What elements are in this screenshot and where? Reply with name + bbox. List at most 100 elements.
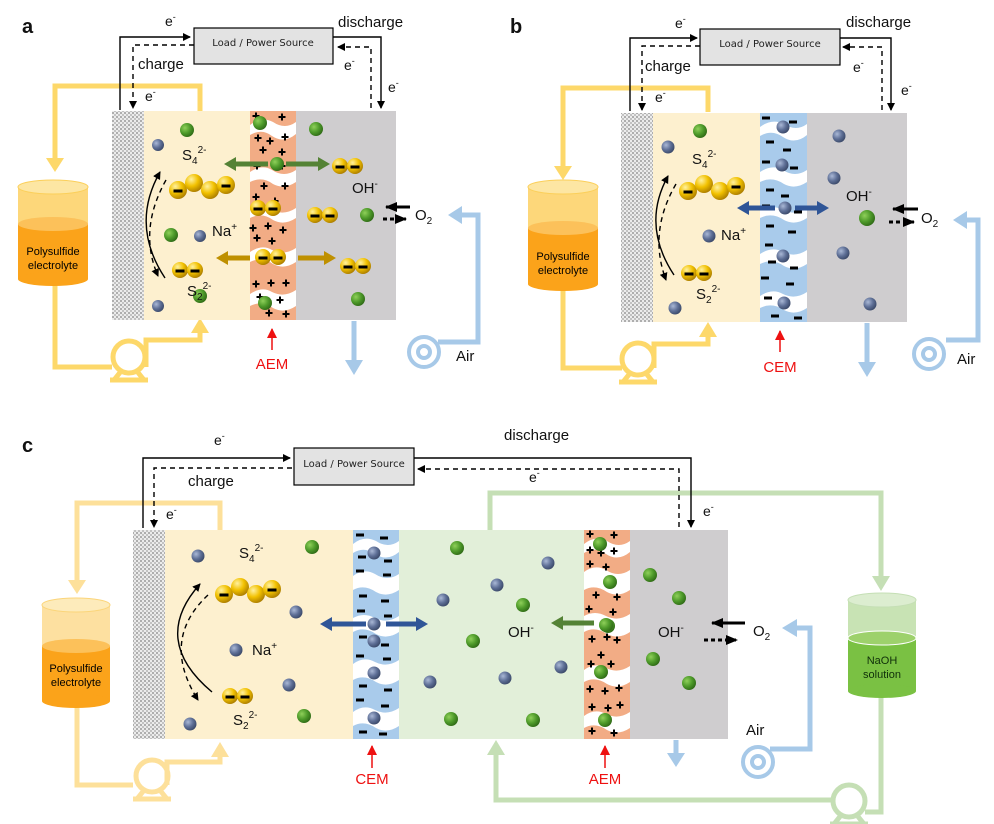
s2-polysulfide-molecule (332, 158, 363, 174)
na-transport-arrow-head (320, 617, 332, 631)
negative-charge-icon (173, 189, 183, 193)
negative-charge-icon (325, 214, 335, 218)
positive-charge-icon (602, 563, 610, 571)
oh-label: OH- (658, 623, 684, 641)
polysulfide-chamber (165, 530, 353, 739)
negative-charge-icon (789, 120, 797, 124)
negative-charge-icon (357, 609, 365, 613)
na-transport-arrow-head (737, 201, 749, 215)
hydroxide-ion (309, 122, 323, 136)
s2-polysulfide-molecule (222, 688, 253, 704)
panel-a: a Polysulfide electrolyte (17, 12, 481, 383)
negative-charge-icon (356, 698, 364, 702)
negative-charge-icon (384, 614, 392, 618)
sodium-ion (367, 711, 381, 725)
positive-charge-icon (613, 593, 621, 601)
ions (661, 120, 877, 315)
tank-label: Polysulfide (26, 246, 79, 258)
negative-charge-icon (761, 276, 769, 280)
positive-charge-icon (585, 605, 593, 613)
s2-label: S22- (187, 281, 211, 303)
flow-arrowhead (782, 619, 797, 637)
sodium-ion (836, 246, 850, 260)
negative-charge-icon (221, 184, 231, 188)
hydroxide-ion (270, 157, 284, 171)
current-collector (621, 113, 653, 322)
hydroxide-ion (646, 652, 660, 666)
sodium-ion (289, 605, 303, 619)
positive-charge-icon (610, 729, 618, 737)
positive-charge-icon (265, 309, 273, 317)
s4-label: S42- (239, 543, 263, 565)
negative-charge-icon (379, 732, 387, 736)
sodium-ion (498, 671, 512, 685)
hydroxide-ion (466, 634, 480, 648)
air-pipe (864, 217, 981, 364)
air-blower-icon (407, 335, 441, 369)
air-label: Air (957, 351, 975, 368)
negative-charge-icon (765, 243, 773, 247)
tank-label: electrolyte (28, 260, 78, 272)
redox-arcs (177, 583, 213, 701)
positive-charge-icon (613, 636, 621, 644)
air-blower-icon (912, 337, 946, 371)
negative-charge-icon (683, 190, 693, 194)
s4-polysulfide-molecule (679, 175, 745, 200)
sodium-ion (191, 549, 205, 563)
ions (183, 537, 696, 731)
flow-arrowhead (554, 166, 572, 180)
negative-charge-icon (383, 573, 391, 577)
air-blower-icon (741, 745, 775, 779)
sodium-ion (554, 660, 568, 674)
tank-label: electrolyte (51, 677, 101, 689)
hydroxide-ion (599, 618, 613, 632)
negative-charge-icon (788, 230, 796, 234)
negative-charge-icon (225, 695, 235, 699)
positive-charge-icon (610, 531, 618, 539)
redox-arcs (655, 175, 677, 281)
positive-charge-icon (254, 134, 262, 142)
positive-charge-icon (278, 113, 286, 121)
na-label: Na+ (721, 226, 746, 244)
panel-a-label: a (22, 16, 34, 38)
negative-charge-icon (310, 214, 320, 218)
svg-text:e-: e- (703, 502, 714, 519)
negative-charge-icon (768, 260, 776, 264)
negative-charge-icon (358, 555, 366, 559)
negative-charge-icon (781, 194, 789, 198)
positive-charge-icon (268, 237, 276, 245)
svg-text:e-: e- (853, 58, 864, 75)
flow-arrowhead (46, 158, 64, 172)
tank-label: solution (863, 669, 901, 681)
flow-arrowhead (487, 740, 505, 755)
svg-text:e-: e- (166, 505, 177, 522)
hydroxide-ion (360, 208, 374, 222)
negative-charge-icon (762, 160, 770, 164)
positive-charge-icon (282, 310, 290, 318)
positive-charge-icon (281, 133, 289, 141)
negative-charge-icon (790, 266, 798, 270)
positive-charge-icon (260, 182, 268, 190)
sodium-ion (863, 297, 877, 311)
svg-text:e-: e- (214, 431, 225, 448)
o2-label: O2 (921, 210, 939, 230)
discharge-label: discharge (338, 14, 403, 31)
negative-charge-icon (359, 635, 367, 639)
sodium-ion (367, 634, 381, 648)
svg-text:e-: e- (344, 56, 355, 73)
flow-arrowhead (448, 206, 462, 224)
naoh-loop-pipe (487, 490, 884, 815)
negative-charge-icon (240, 695, 250, 699)
tank-label: NaOH (867, 655, 898, 667)
positive-charge-icon (586, 685, 594, 693)
pump-icon (619, 340, 657, 385)
s4-polysulfide-molecule (215, 578, 281, 603)
positive-charge-icon (279, 226, 287, 234)
sodium-ion (367, 546, 381, 560)
sulfur-atom (201, 181, 219, 199)
positive-charge-icon (586, 546, 594, 554)
s4-label: S42- (692, 149, 716, 171)
negative-charge-icon (766, 140, 774, 144)
o2-reaction-arrows (889, 204, 918, 227)
negative-charge-icon (219, 593, 229, 597)
